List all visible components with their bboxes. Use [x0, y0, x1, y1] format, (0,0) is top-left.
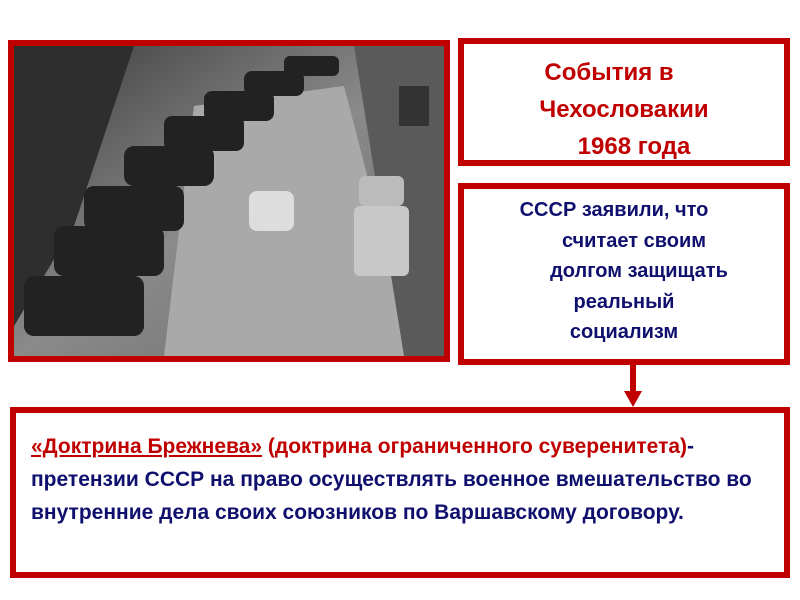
- title-line: Чехословакии: [539, 96, 709, 123]
- historical-photo: [8, 40, 450, 362]
- title-line: События в: [544, 59, 674, 86]
- doctrine-alias: (доктрина ограниченного суверенитета): [262, 435, 688, 458]
- statement-line: реальный: [573, 290, 675, 313]
- statement-line: социализм: [569, 321, 679, 343]
- doctrine-box: «Доктрина Брежнева» (доктрина ограниченн…: [10, 407, 790, 578]
- title-line: 1968 года: [577, 133, 691, 160]
- tanks-street-photo: [14, 46, 444, 356]
- statement-box: СССР заявили, что считает своим долгом з…: [458, 183, 790, 365]
- title-box: События в Чехословакии 1968 года: [458, 38, 790, 166]
- doctrine-definition: - претензии СССР на право осуществлять в…: [31, 435, 752, 524]
- doctrine-term: «Доктрина Брежнева»: [31, 435, 263, 458]
- statement-line: долгом защищать: [550, 260, 728, 282]
- statement-line: СССР заявили, что: [519, 199, 709, 221]
- statement-line: считает своим: [561, 229, 707, 252]
- arrow-down-icon: [630, 365, 636, 393]
- slide-title: События в Чехословакии 1968 года: [464, 54, 784, 165]
- statement-text: СССР заявили, что считает своим долгом з…: [464, 195, 784, 348]
- doctrine-text: «Доктрина Брежнева» (доктрина ограниченн…: [31, 430, 774, 529]
- arrow-head-icon: [624, 391, 642, 407]
